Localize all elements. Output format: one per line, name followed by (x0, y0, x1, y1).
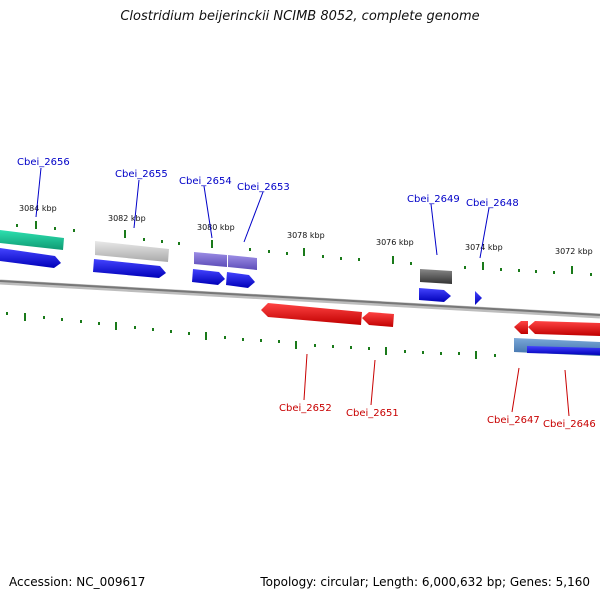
gene-label-reverse: Cbei_2646 (543, 419, 596, 430)
gene-label-reverse: Cbei_2651 (346, 408, 399, 419)
leader-line (370, 359, 376, 406)
forward-cds-track (0, 248, 482, 305)
genome-summary: Topology: circular; Length: 6,000,632 bp… (260, 575, 590, 589)
gene-label-forward: Cbei_2655 (115, 169, 168, 180)
leader-line (479, 207, 490, 259)
gene-label-forward: Cbei_2649 (407, 194, 460, 205)
map-title: Clostridium beijerinckii NCIMB 8052, com… (120, 9, 480, 24)
scale-label: 3082 kbp (108, 214, 146, 223)
reverse-tick-ring (6, 312, 496, 359)
scale-label: 3078 kbp (287, 231, 325, 240)
feature-bar-grey (95, 241, 169, 262)
cds-forward-arrow (192, 269, 225, 285)
scale-label: 3080 kbp (197, 223, 235, 232)
reverse-gene-labels: Cbei_2652 Cbei_2651 Cbei_2647 Cbei_2646 (279, 353, 596, 430)
genome-backbone-core (0, 280, 600, 316)
accession-label: Accession: NC_009617 (9, 575, 146, 589)
leader-line (203, 185, 213, 239)
gene-label-reverse: Cbei_2652 (279, 403, 332, 414)
forward-tick-ring (16, 221, 592, 276)
cds-forward-arrow (527, 346, 600, 355)
gene-label-forward: Cbei_2656 (17, 157, 70, 168)
leader-line (303, 353, 308, 401)
leader-line (35, 167, 42, 218)
leader-line (430, 203, 438, 256)
cds-forward-arrow (0, 248, 61, 268)
leader-line (133, 179, 140, 229)
feature-bar-dark (420, 269, 452, 284)
cds-forward-arrow (419, 288, 451, 302)
cds-forward-arrow (475, 291, 482, 305)
cds-reverse-arrow (514, 321, 528, 334)
feature-bar-purple (228, 255, 257, 270)
gene-label-forward: Cbei_2648 (466, 198, 519, 209)
feature-bars (0, 230, 600, 356)
cds-forward-arrow (226, 272, 255, 288)
gene-label-forward: Cbei_2654 (179, 176, 232, 187)
feature-bar-purple (194, 252, 227, 267)
cds-reverse-arrow (261, 303, 362, 325)
gene-label-reverse: Cbei_2647 (487, 415, 540, 426)
scale-label: 3084 kbp (19, 204, 57, 213)
gene-label-forward: Cbei_2653 (237, 182, 290, 193)
scale-label: 3076 kbp (376, 238, 414, 247)
leader-line (511, 367, 520, 413)
cds-reverse-arrow (362, 312, 394, 327)
scale-label: 3072 kbp (555, 247, 593, 256)
leader-line (564, 369, 570, 417)
cds-reverse-arrow (528, 321, 600, 336)
scale-label: 3074 kbp (465, 243, 503, 252)
reverse-cds-track (261, 303, 600, 355)
leader-line (243, 191, 264, 243)
cds-forward-arrow (93, 259, 166, 278)
feature-bar-teal (0, 230, 64, 250)
forward-gene-labels: Cbei_2656 Cbei_2655 Cbei_2654 Cbei_2653 … (17, 157, 519, 259)
